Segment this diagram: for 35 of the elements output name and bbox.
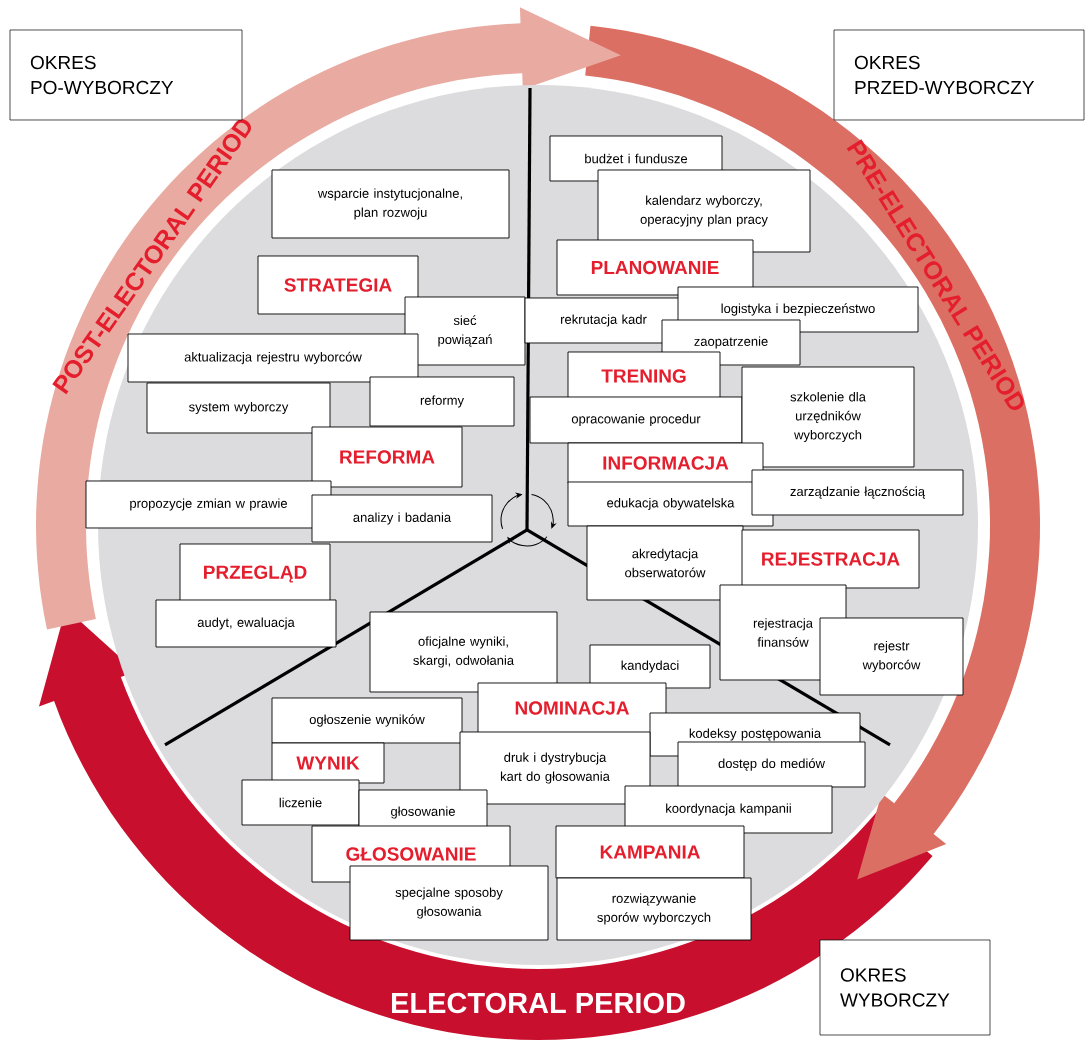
task-box: system wyborczy — [146, 382, 331, 434]
phase-box: STRATEGIA — [257, 255, 419, 315]
task-box: oficjalne wyniki, skargi, odwołania — [369, 611, 558, 693]
task-box: rejestr wyborców — [819, 617, 964, 696]
phase-box: KAMPANIA — [555, 825, 745, 879]
phase-box: WYNIK — [271, 742, 385, 784]
task-box: dostęp do mediów — [677, 741, 866, 788]
ring-label: ELECTORAL PERIOD — [392, 992, 685, 1014]
period-box: OKRES PRZED-WYBORCZY — [833, 29, 1085, 121]
task-box: sieć powiązań — [404, 296, 526, 366]
task-box: edukacja obywatelska — [567, 481, 774, 527]
period-box: OKRES WYBORCZY — [819, 939, 991, 1036]
task-box: propozycje zmian w prawie — [85, 480, 332, 529]
phase-box: NOMINACJA — [477, 682, 667, 734]
task-box: koordynacja kampanii — [624, 785, 833, 834]
task-box: opracowanie procedur — [529, 396, 743, 444]
task-box: liczenie — [241, 779, 360, 826]
task-box: wsparcie instytucjonalne, plan rozwoju — [271, 169, 510, 239]
phase-box: INFORMACJA — [567, 442, 764, 484]
task-box: zarządzanie łącznością — [751, 469, 964, 516]
phase-box: REFORMA — [311, 426, 463, 488]
phase-box: TRENING — [567, 351, 721, 401]
phase-box: PRZEGLĄD — [179, 543, 331, 605]
task-box: akredytacja obserwatorów — [586, 525, 744, 601]
task-box: rozwiązywanie sporów wyborczych — [556, 877, 752, 941]
task-box: specjalne sposoby głosowania — [349, 865, 549, 941]
task-box: kandydaci — [589, 644, 711, 689]
phase-box: REJESTRACJA — [741, 529, 920, 589]
task-box: druk i dystrybucja kart do głosowania — [459, 731, 651, 805]
task-box: audyt, ewaluacja — [155, 599, 337, 648]
task-box: ogłoszenie wyników — [271, 697, 463, 744]
task-box: reformy — [369, 376, 515, 427]
task-box: analizy i badania — [311, 494, 493, 543]
phase-box: PLANOWANIE — [556, 239, 754, 296]
task-box: rekrutacja kadr — [524, 297, 683, 344]
